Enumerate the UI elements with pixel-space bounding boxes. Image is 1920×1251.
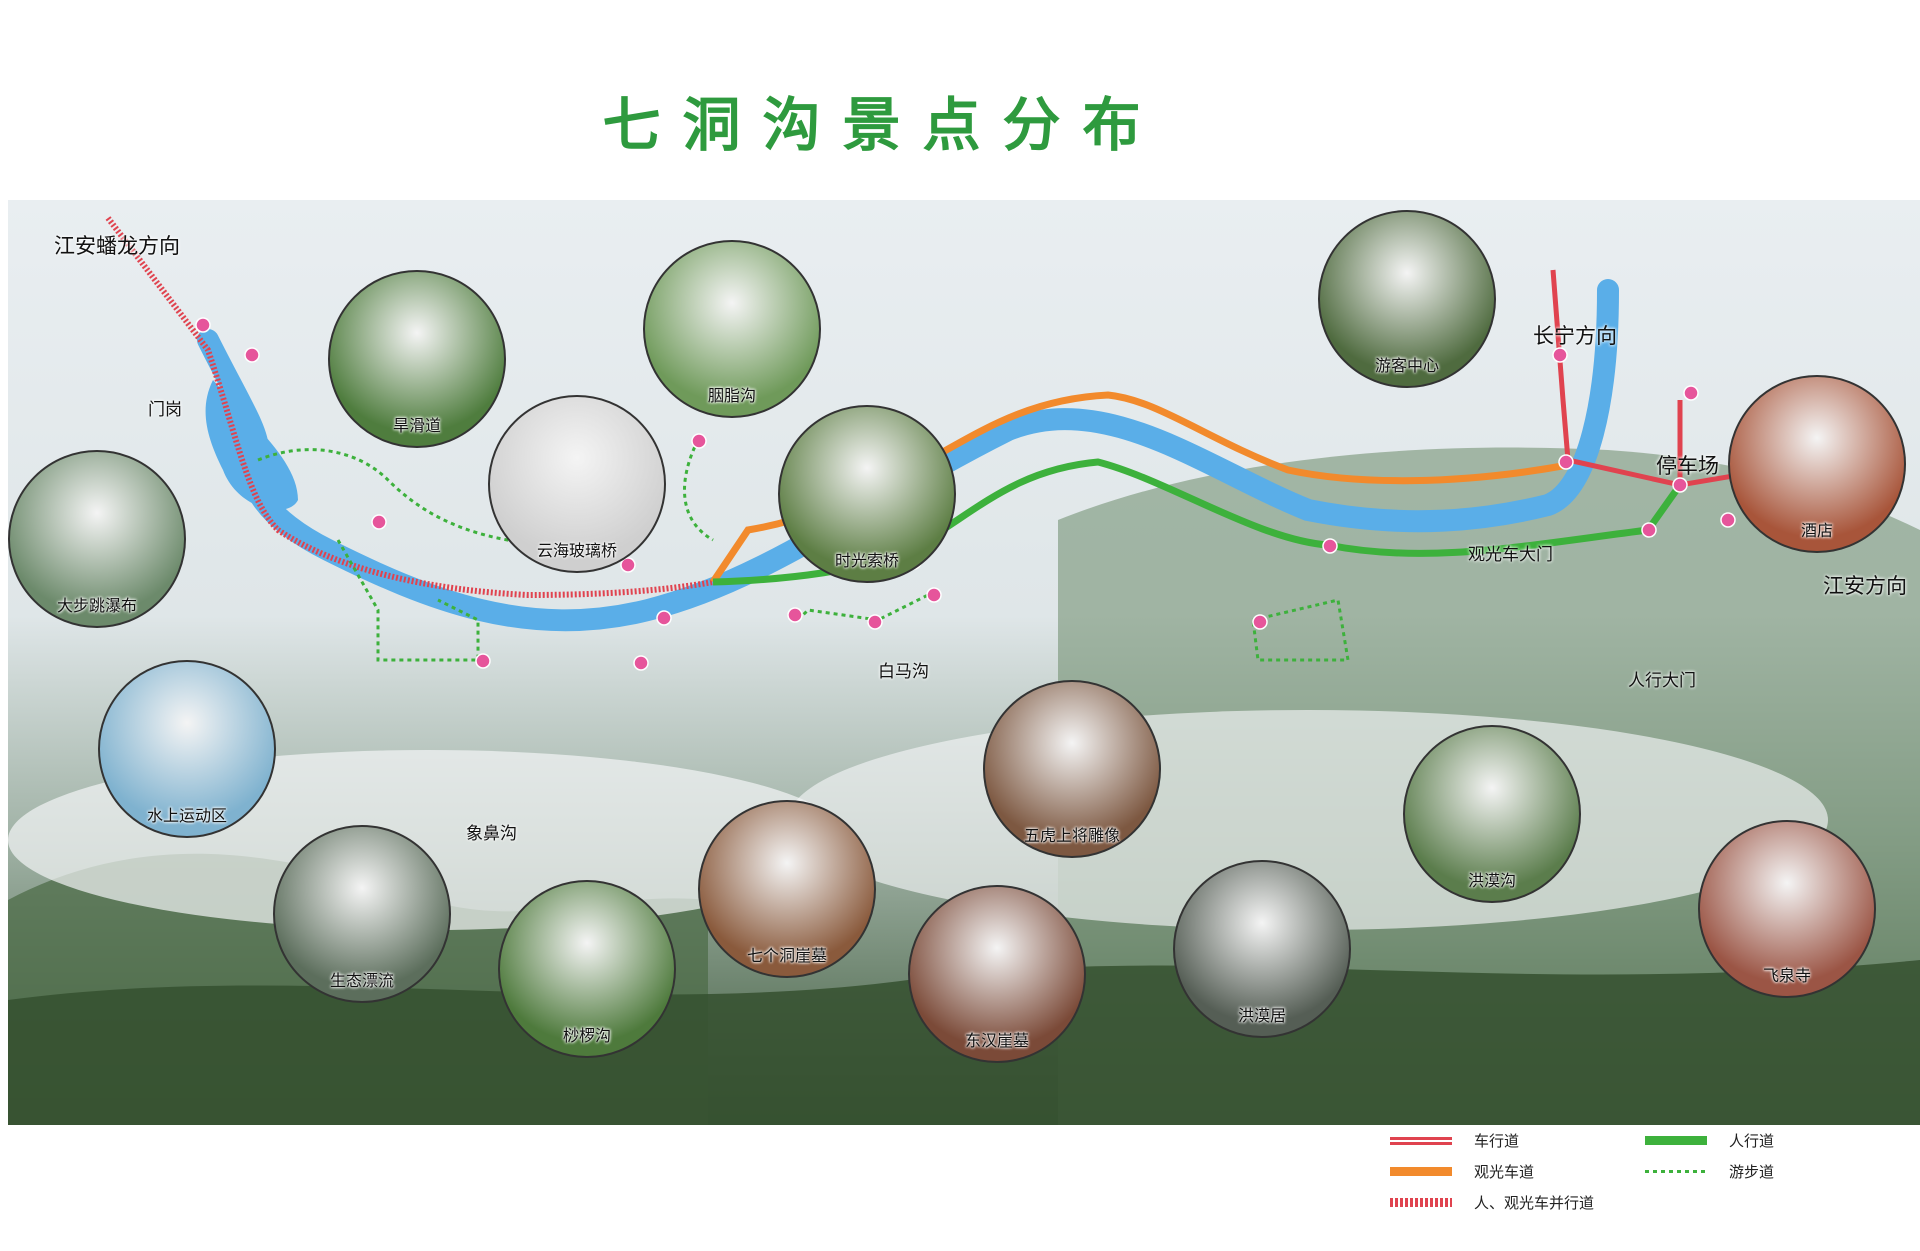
label-parking: 停车场 bbox=[1656, 454, 1719, 478]
legend-walk-label: 人行道 bbox=[1729, 1132, 1775, 1150]
stop-marker bbox=[620, 557, 636, 573]
stop-marker bbox=[691, 433, 707, 449]
trail bbox=[257, 448, 549, 662]
stop-marker bbox=[244, 347, 260, 363]
spot-caption: 洪漠沟 bbox=[1467, 871, 1516, 890]
spot-eco-rafting[interactable]: 生态漂流 bbox=[273, 825, 451, 1003]
legend-shared: 人、观光车并行道 bbox=[1390, 1192, 1594, 1213]
river-lake bbox=[205, 380, 298, 510]
stop-marker bbox=[656, 610, 672, 626]
stop-marker bbox=[195, 317, 211, 333]
legend-road: 车行道 bbox=[1390, 1130, 1519, 1151]
legend-trail-swatch bbox=[1645, 1170, 1707, 1173]
spot-caption: 七个洞崖墓 bbox=[746, 946, 827, 965]
spot-suoluo-gou[interactable]: 桫椤沟 bbox=[498, 880, 676, 1058]
label-pedestrian-gate: 人行大门 bbox=[1628, 671, 1696, 691]
stop-marker bbox=[633, 655, 649, 671]
spot-dabutiao-waterfall[interactable]: 大步跳瀑布 bbox=[8, 450, 186, 628]
spot-caption: 时光索桥 bbox=[834, 551, 899, 570]
trail bbox=[683, 439, 1350, 662]
spot-hongmo-ju[interactable]: 洪漠居 bbox=[1173, 860, 1351, 1038]
spot-hongmo-gou[interactable]: 洪漠沟 bbox=[1403, 725, 1581, 903]
legend-shared-label: 人、观光车并行道 bbox=[1474, 1194, 1595, 1212]
map-legend: 车行道 观光车道 人、观光车并行道 人行道 游步道 bbox=[1390, 1130, 1810, 1240]
stop-marker bbox=[371, 514, 387, 530]
stop-marker bbox=[926, 587, 942, 603]
legend-trail-label: 游步道 bbox=[1729, 1163, 1775, 1181]
stop-marker bbox=[1322, 538, 1338, 554]
legend-walk: 人行道 bbox=[1645, 1130, 1774, 1151]
stop-marker bbox=[1720, 512, 1736, 528]
label-xiangbi-gou: 象鼻沟 bbox=[466, 824, 517, 844]
spot-feiquan-temple[interactable]: 飞泉寺 bbox=[1698, 820, 1876, 998]
spot-dry-slide[interactable]: 旱滑道 bbox=[328, 270, 506, 448]
spot-caption: 洪漠居 bbox=[1237, 1006, 1286, 1025]
spot-time-rope-bridge[interactable]: 时光索桥 bbox=[778, 405, 956, 583]
stop-marker bbox=[1252, 614, 1268, 630]
direction-jiangan-panlong: 江安蟠龙方向 bbox=[54, 234, 180, 258]
spot-caption: 大步跳瀑布 bbox=[56, 596, 137, 615]
spot-visitor-center[interactable]: 游客中心 bbox=[1318, 210, 1496, 388]
spot-caption: 桫椤沟 bbox=[562, 1026, 611, 1045]
spot-caption: 生态漂流 bbox=[329, 971, 394, 990]
spot-caption: 酒店 bbox=[1800, 521, 1833, 540]
map-title: 七洞沟景点分布 bbox=[602, 91, 1163, 159]
spot-donghan-tombs[interactable]: 东汉崖墓 bbox=[908, 885, 1086, 1063]
map-area: 江安蟠龙方向 长宁方向 江安方向 门岗 观光车大门 停车场 人行大门 白马沟 象… bbox=[8, 200, 1920, 1125]
spot-glass-bridge[interactable]: 云海玻璃桥 bbox=[488, 395, 666, 573]
spot-caption: 胭脂沟 bbox=[707, 386, 756, 405]
stop-marker bbox=[787, 607, 803, 623]
stop-marker bbox=[475, 653, 491, 669]
direction-jiangan: 江安方向 bbox=[1823, 574, 1907, 598]
legend-tour-car: 观光车道 bbox=[1390, 1161, 1534, 1182]
spot-caption: 云海玻璃桥 bbox=[536, 541, 617, 560]
legend-tour-car-swatch bbox=[1390, 1167, 1452, 1176]
legend-walk-swatch bbox=[1645, 1136, 1707, 1145]
spot-five-tigers-statue[interactable]: 五虎上将雕像 bbox=[983, 680, 1161, 858]
spot-caption: 游客中心 bbox=[1374, 356, 1439, 375]
spot-yanzhi-gou[interactable]: 胭脂沟 bbox=[643, 240, 821, 418]
stop-marker bbox=[1683, 385, 1699, 401]
road-north bbox=[105, 216, 714, 599]
spot-water-sports-area[interactable]: 水上运动区 bbox=[98, 660, 276, 838]
spot-caption: 旱滑道 bbox=[392, 416, 441, 435]
legend-shared-swatch bbox=[1390, 1198, 1452, 1207]
legend-tour-car-label: 观光车道 bbox=[1474, 1163, 1535, 1181]
legend-road-swatch bbox=[1390, 1136, 1452, 1145]
stop-marker bbox=[1558, 454, 1574, 470]
spot-seven-cave-tombs[interactable]: 七个洞崖墓 bbox=[698, 800, 876, 978]
spot-caption: 东汉崖墓 bbox=[964, 1031, 1029, 1050]
road-changning bbox=[1550, 269, 1571, 461]
stop-marker bbox=[1641, 522, 1657, 538]
label-gate-post: 门岗 bbox=[148, 400, 182, 420]
legend-trail: 游步道 bbox=[1645, 1161, 1774, 1182]
spot-hotel[interactable]: 酒店 bbox=[1728, 375, 1906, 553]
stop-marker bbox=[1552, 347, 1568, 363]
spot-caption: 水上运动区 bbox=[146, 806, 227, 825]
stop-marker bbox=[1672, 477, 1688, 493]
label-tourist-car-gate: 观光车大门 bbox=[1468, 545, 1553, 565]
direction-changning: 长宁方向 bbox=[1533, 324, 1617, 348]
spot-caption: 飞泉寺 bbox=[1762, 966, 1811, 985]
legend-road-label: 车行道 bbox=[1474, 1132, 1520, 1150]
stop-marker bbox=[867, 614, 883, 630]
label-baima-gou: 白马沟 bbox=[878, 662, 929, 682]
spot-caption: 五虎上将雕像 bbox=[1023, 826, 1120, 845]
